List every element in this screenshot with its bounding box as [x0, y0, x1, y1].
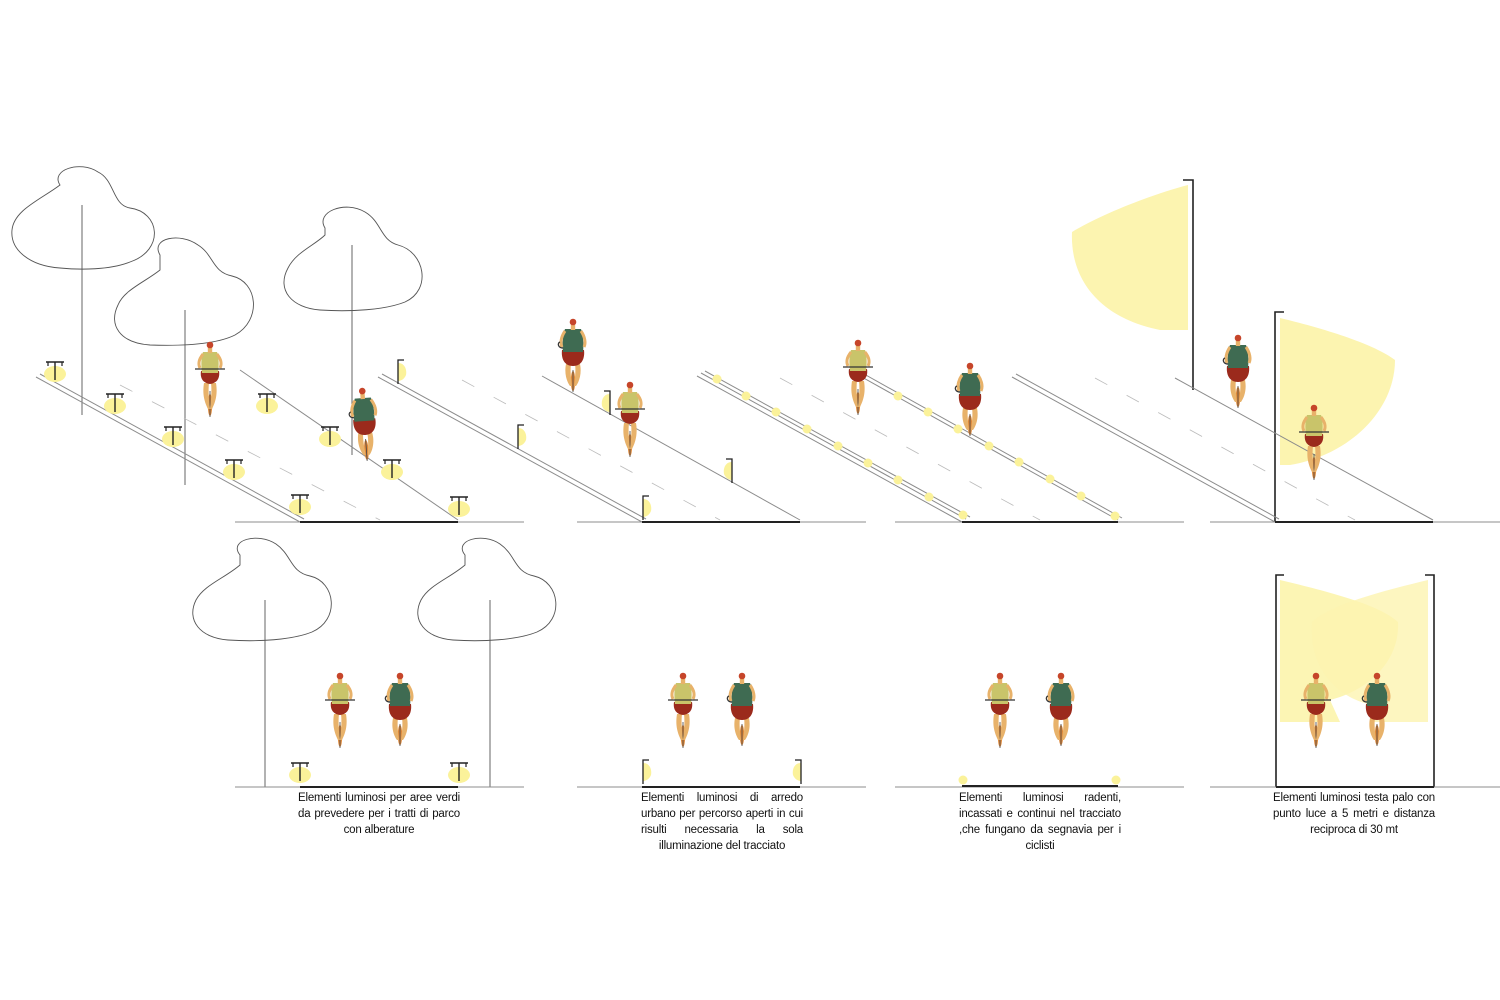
tree-icon: [114, 237, 254, 485]
panel-park-trees-section: [192, 537, 557, 788]
caption-urban-furniture: Elementi luminosi di arredo urbano per p…: [641, 792, 803, 852]
tree-icon: [283, 206, 423, 455]
panel-pole-top-perspective: [1011, 179, 1500, 523]
panel-urban-furniture-perspective: [377, 317, 866, 523]
caption-park-trees: Elementi luminosi per aree verdi da prev…: [298, 792, 460, 836]
tree-icon: [11, 166, 155, 415]
panel-grazing-recessed-section: [895, 671, 1184, 788]
caption-pole-top: Elementi luminosi testa palo con punto l…: [1273, 792, 1435, 836]
panel-grazing-recessed-perspective: [696, 338, 1184, 523]
panel-park-trees-perspective: [11, 166, 524, 523]
recessed-light-dots: [712, 374, 1120, 521]
panel-pole-top-section: [1210, 574, 1500, 788]
tree-icon: [417, 537, 557, 787]
panel-urban-furniture-section: [577, 671, 866, 788]
tree-icon: [192, 537, 332, 787]
caption-grazing-recessed: Elementi luminosi radenti, incassati e c…: [959, 792, 1121, 852]
